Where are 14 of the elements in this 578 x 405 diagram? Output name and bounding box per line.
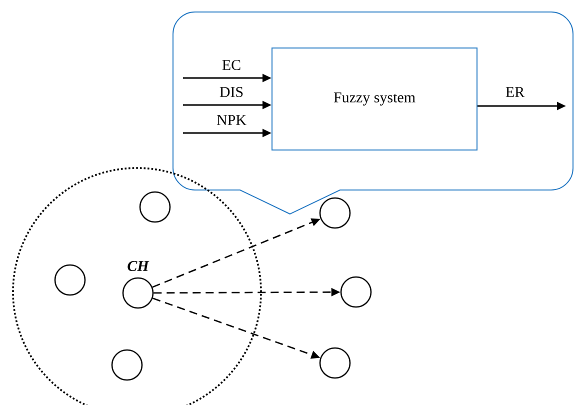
- edge-label: DIS: [218, 86, 244, 98]
- edge-label: NPK: [216, 114, 247, 126]
- sensor-node: [122, 277, 154, 309]
- callout-bubble: [172, 12, 574, 214]
- sensor-node: [54, 264, 86, 296]
- process-box: Fuzzy system: [272, 48, 478, 150]
- node-label: CH: [128, 260, 150, 272]
- sensor-node: [319, 197, 351, 229]
- sensor-node: [139, 191, 171, 223]
- edge-label: EC: [221, 59, 242, 71]
- sensor-node: [340, 276, 372, 308]
- sensor-node: [111, 349, 143, 381]
- sensor-node: [319, 347, 351, 379]
- edge-label: ER: [504, 86, 526, 98]
